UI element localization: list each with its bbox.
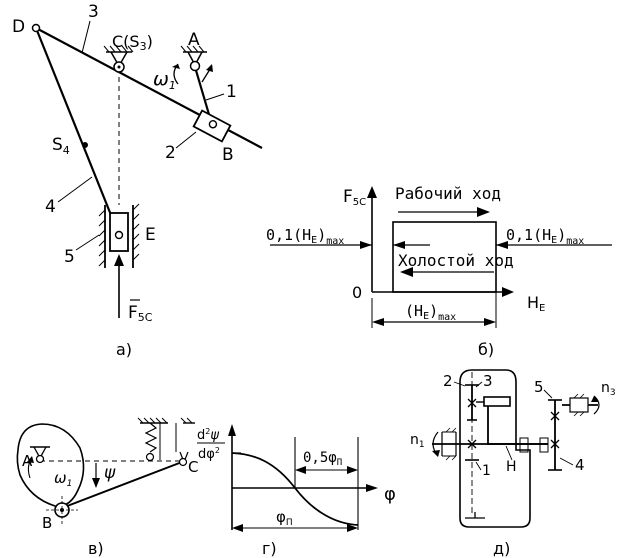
label-c-cam: C	[188, 458, 198, 476]
label-phi-span: φП	[276, 508, 293, 528]
label-e: E	[145, 225, 156, 245]
omega-1-arrowhead-icon	[172, 64, 180, 69]
span-label: (HЕ)max	[405, 302, 456, 323]
pivot-a-support	[180, 45, 207, 72]
fig-v-cam-mechanism: A ω1 ψ C B в)	[16, 417, 198, 558]
fig-b-force-diagram: F5С Рабочий ход Холостой ход 0,1(HЕ)max …	[266, 184, 612, 359]
spring-c	[137, 417, 195, 467]
label-5: 5	[64, 247, 75, 267]
carrier-h	[487, 406, 548, 445]
label-3-gear: 3	[483, 372, 493, 390]
pivot-c-support	[103, 45, 134, 73]
label-y-f5c: F5С	[343, 187, 366, 208]
working-stroke-text: Рабочий ход	[395, 184, 501, 203]
gearbox-housing	[459, 369, 531, 528]
caption-a: а)	[116, 340, 132, 359]
n3-rotation-icon	[593, 395, 600, 415]
link-4	[34, 27, 121, 236]
axis-x-g-arrow-icon	[366, 484, 378, 492]
axis-y-arrow-icon	[367, 186, 377, 198]
label-b-cam: B	[42, 514, 52, 532]
label-n3: n3	[601, 380, 616, 398]
cam-profile	[16, 423, 85, 507]
label-4-gear: 4	[575, 456, 585, 474]
mass-center-s4	[82, 142, 88, 148]
right-label: 0,1(HЕ)max	[506, 226, 584, 247]
caption-d: д)	[493, 539, 510, 558]
pivot-a-cam-support	[30, 446, 50, 464]
label-d: D	[12, 17, 25, 37]
force-rectangle	[392, 221, 497, 293]
left-label: 0,1(HЕ)max	[266, 226, 344, 247]
label-half-phi: 0,5φП	[303, 450, 342, 468]
label-1: 1	[226, 82, 237, 102]
label-s4: S4	[52, 135, 70, 157]
fig-a-linkage: D 3 C(S3) A ω1 1 2 B S4 4 5 E F5С а)	[12, 2, 263, 359]
label-b: B	[222, 145, 234, 165]
label-3: 3	[88, 2, 99, 22]
label-n1: n1	[410, 432, 425, 450]
slider-5-guide	[98, 203, 140, 268]
label-a: A	[188, 30, 200, 50]
label-f5c: F5С	[128, 303, 153, 324]
label-c: C(S3)	[112, 32, 153, 53]
label-d2psi: d2ψ	[197, 427, 219, 443]
axis-y-g-arrow-icon	[228, 424, 236, 436]
idle-stroke-text: Холостой ход	[398, 251, 514, 270]
caption-v: в)	[88, 539, 104, 558]
label-5-gear: 5	[534, 378, 544, 396]
label-dphi2: dφ2	[198, 446, 220, 462]
joint-d	[31, 23, 41, 33]
label-psi: ψ	[104, 463, 116, 483]
follower-arm	[61, 461, 183, 509]
fig-g-curve: d2ψ dφ2 0,5φП φ φП г)	[197, 424, 396, 558]
origin-label: 0	[352, 283, 362, 302]
caption-b: б)	[478, 340, 494, 359]
slider-2-block	[192, 109, 232, 143]
label-2-gear: 2	[443, 372, 453, 390]
caption-g: г)	[262, 539, 277, 558]
label-omega: ω1	[153, 68, 176, 92]
fig-d-gear-train: 2 3 5 n3 n1 1 H 4 д)	[410, 369, 616, 558]
label-h-carrier: H	[506, 459, 517, 475]
x-label-he: HЕ	[527, 293, 545, 314]
label-4: 4	[45, 197, 56, 217]
label-a-cam: A	[22, 452, 33, 470]
label-2: 2	[165, 143, 176, 163]
label-omega-cam: ω1	[54, 469, 72, 489]
axis-x-arrow-icon	[502, 287, 514, 297]
gear-3	[483, 396, 511, 407]
label-phi-x: φ	[384, 484, 396, 505]
label-1-gear: 1	[482, 463, 491, 479]
